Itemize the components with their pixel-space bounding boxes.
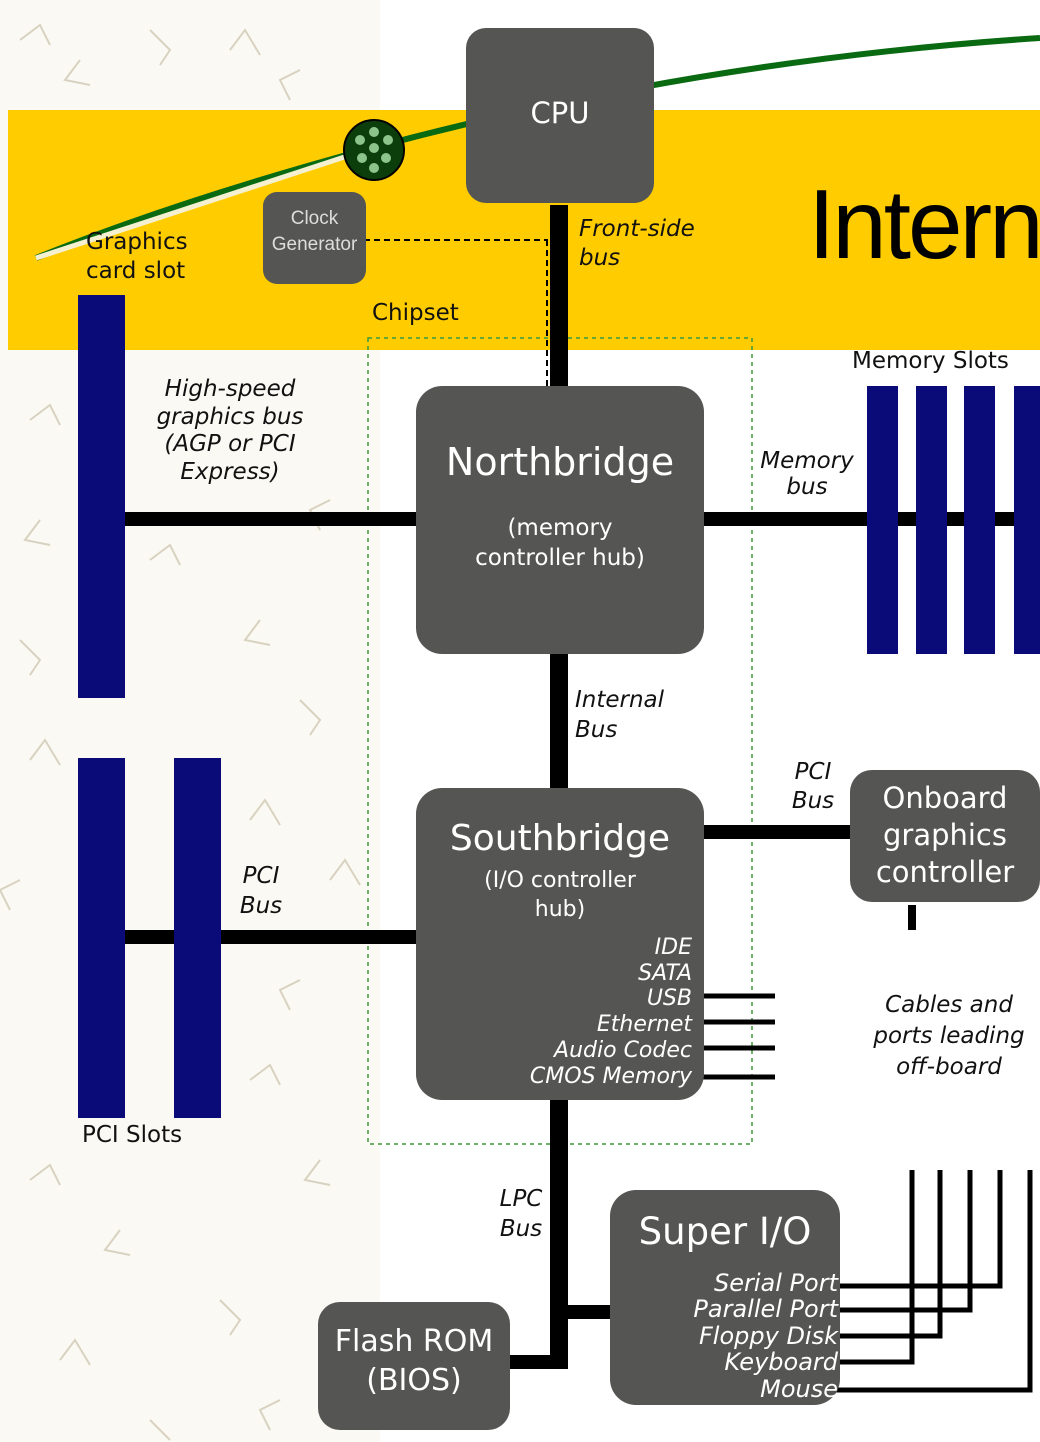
pci-slot-1 (78, 758, 125, 1118)
pci-slots-label: PCI Slots (82, 1122, 183, 1148)
northbridge-title: Northbridge (445, 440, 675, 484)
super-io-port-lines (836, 1170, 1033, 1393)
onboard-graphics-label: Onboard graphics controller (875, 781, 1015, 890)
memory-slot-3 (964, 386, 995, 654)
cpu-label: CPU (530, 96, 590, 130)
pattern-doodles (0, 23, 361, 1441)
high-speed-graphics-bus-label: High-speed graphics bus (AGP or PCI Expr… (156, 376, 304, 485)
green-arc (34, 35, 1040, 261)
slide-title: Intern (808, 169, 1040, 279)
chipset-label: Chipset (372, 300, 459, 326)
clock-generator-box: Clock Generator (263, 192, 366, 284)
memory-slot-1 (867, 386, 898, 654)
southbridge-title: Southbridge (449, 818, 671, 859)
front-side-bus-label: Front-side bus (579, 216, 695, 271)
graphics-card-slot (78, 295, 125, 698)
southbridge-subtitle: (I/O controller hub) (484, 868, 636, 922)
pci-bus-left-label: PCI Bus (239, 863, 283, 919)
super-io-port-list: Serial Port Parallel Port Floppy Disk Ke… (693, 1269, 838, 1403)
onboard-graphics-box: Onboard graphics controller (850, 770, 1040, 902)
connector-icon (343, 119, 405, 181)
pci-bus-right-label: PCI Bus (791, 759, 835, 814)
flash-rom-label: Flash ROM (BIOS) (334, 1324, 494, 1398)
southbridge-port-lines (700, 993, 775, 1080)
lpc-bus-label: LPC Bus (499, 1186, 543, 1242)
graphics-card-slot-label: Graphics card slot (86, 229, 188, 284)
northbridge-subtitle: (memory controller hub) (475, 515, 645, 571)
memory-slots-label: Memory Slots (852, 348, 1009, 374)
northbridge-box: Northbridge (memory controller hub) (416, 386, 704, 654)
southbridge-port-list: IDE SATA USB Ethernet Audio Codec CMOS M… (529, 935, 692, 1089)
cables-ports-label: Cables and ports leading off-board (873, 992, 1025, 1081)
internal-bus-label: Internal Bus (575, 687, 665, 743)
clock-generator-label: Clock Generator (271, 208, 358, 255)
flash-rom-box: Flash ROM (BIOS) (318, 1302, 510, 1430)
memory-slot-4 (1014, 386, 1040, 654)
memory-bus-label: Memory bus (760, 448, 854, 501)
green-arc-fade (35, 145, 373, 261)
pci-slot-2 (174, 758, 221, 1118)
southbridge-box: Southbridge (I/O controller hub) (416, 788, 704, 1100)
super-io-box: Super I/O (610, 1190, 840, 1405)
super-io-title: Super I/O (638, 1210, 812, 1253)
cpu-box: CPU (466, 28, 654, 203)
memory-slot-2 (916, 386, 947, 654)
